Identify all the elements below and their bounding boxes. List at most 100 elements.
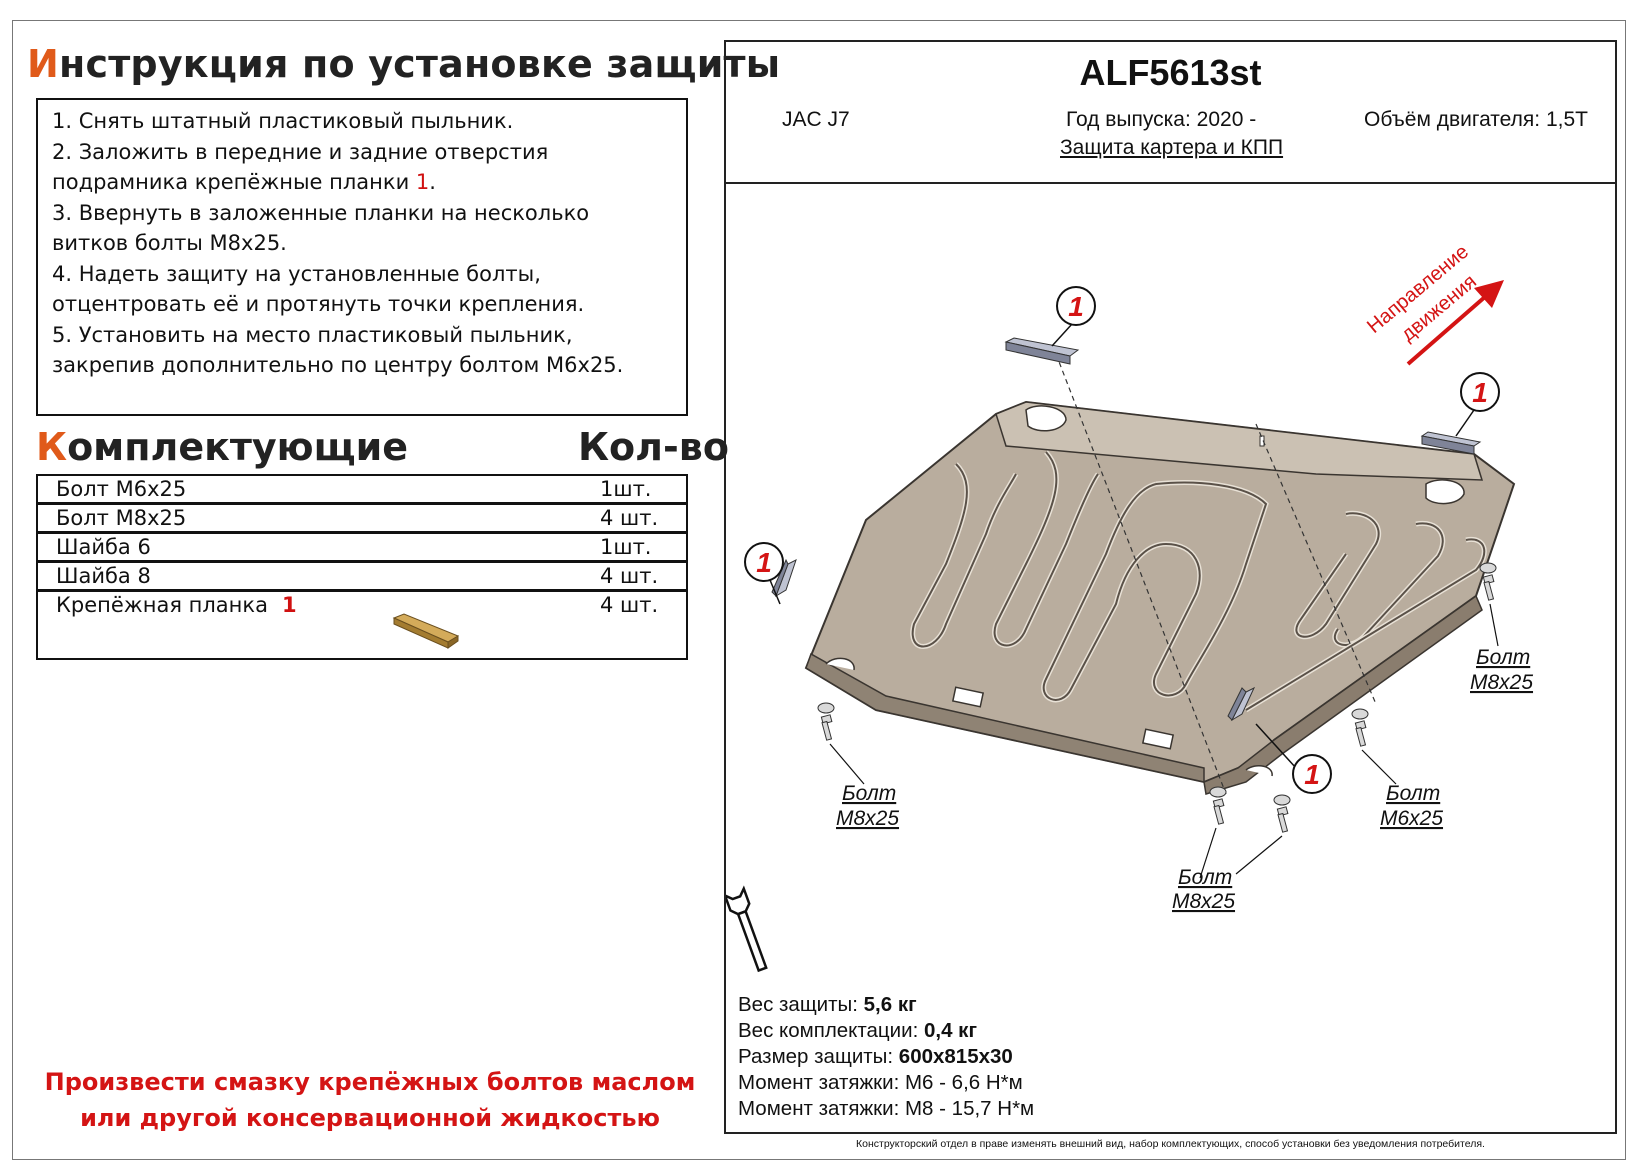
bolt-label-word: Болт <box>1178 866 1232 889</box>
kit-name: Шайба 8 <box>56 564 151 588</box>
kit-title: Комплектующие <box>36 425 408 469</box>
step-1-line-1: 1. Снять штатный пластиковый пыльник. <box>52 109 514 133</box>
kit-title-first-letter: К <box>36 425 68 469</box>
bolt-label-word: Болт <box>842 782 896 805</box>
step-2: 2. Заложить в передние и задние отверсти… <box>52 137 672 198</box>
svg-text:1: 1 <box>1304 759 1320 790</box>
kit-row: Шайба 8 4 шт. <box>38 563 686 592</box>
engine-volume: Объём двигателя: 1,5T <box>1364 108 1588 131</box>
bolts <box>817 562 1497 833</box>
bolt-label-size: M8x25 <box>836 807 899 830</box>
step-3-line-2: витков болты М8х25. <box>52 231 287 255</box>
kit-qty: 4 шт. <box>600 564 659 588</box>
plank-top <box>1004 337 1080 365</box>
installation-diagram: 1 1 1 1 Направление движения <box>726 241 1533 973</box>
title-first-letter: И <box>27 42 60 86</box>
svg-text:1: 1 <box>1068 291 1084 322</box>
bolt-label-size: M8x25 <box>1172 890 1235 913</box>
kit-qty: 1шт. <box>600 477 652 501</box>
bolt-left <box>817 702 835 741</box>
kit-title-rest: омплектующие <box>67 425 409 469</box>
step-3: 3. Ввернуть в заложенные планки на неско… <box>52 198 672 259</box>
label-leaders <box>829 603 1499 879</box>
production-year: Год выпуска: 2020 - <box>1066 108 1257 131</box>
title-rest: нструкция по установке защиты <box>59 42 781 86</box>
plank-front <box>1227 686 1256 722</box>
skid-plate <box>804 400 1516 795</box>
bolt-center <box>1351 708 1369 747</box>
bolt-front-left <box>1209 786 1227 825</box>
step-4-line-1: 4. Надеть защиту на установленные болты, <box>52 261 541 286</box>
car-model: JAC J7 <box>782 108 850 131</box>
weight-label: Вес защиты: <box>738 993 864 1016</box>
product-panel: ALF5613st JAC J7 Год выпуска: 2020 - Объ… <box>724 40 1617 1134</box>
page-title: Инструкция по установке защиты <box>27 42 780 86</box>
kit-row: Крепёжная планка 1 4 шт. <box>38 592 686 658</box>
callout-top: 1 <box>1051 286 1096 347</box>
wrench-icon <box>726 885 768 973</box>
size-value: 600х815х30 <box>898 1045 1013 1068</box>
part-number: ALF5613st <box>1079 52 1262 93</box>
kit-qty: 1шт. <box>600 535 652 559</box>
kit-ref: 1 <box>281 593 297 617</box>
plank-left <box>771 558 797 598</box>
protection-name: Защита картера и КПП <box>1060 136 1284 159</box>
weight-value: 5,6 кг <box>863 993 917 1016</box>
bolt-labels: Болт M8x25 Болт M8x25 Болт M6x25 Болт M8… <box>836 646 1533 913</box>
step-4: 4. Надеть защиту на установленные болты,… <box>52 259 672 320</box>
kit-name: Болт М8х25 <box>56 506 187 530</box>
plank-right <box>1420 431 1482 455</box>
step-5: 5. Установить на место пластиковый пыльн… <box>52 320 672 381</box>
direction-of-travel: Направление движения <box>1363 241 1504 366</box>
kit-weight-label: Вес комплектации: <box>738 1019 924 1042</box>
specifications: Вес защиты: 5,6 кг Вес комплектации: 0,4… <box>738 992 1034 1122</box>
footnote-disclaimer: Конструкторский отдел в праве изменять в… <box>856 1138 1485 1150</box>
step-1: 1. Снять штатный пластиковый пыльник. <box>52 106 672 137</box>
mounting-planks <box>771 337 1482 722</box>
warning-line-1: Произвести смазку крепёжных болтов масло… <box>44 1068 696 1096</box>
callout-right: 1 <box>1455 372 1500 437</box>
bolt-label-size: M8x25 <box>1470 671 1533 694</box>
warning-line-2: или другой консервационной жидкостью <box>80 1104 660 1132</box>
kit-weight-row: Вес комплектации: 0,4 кг <box>738 1018 1034 1044</box>
step-5-line-2: закрепив дополнительно по центру болтом … <box>52 353 624 377</box>
kit-weight-value: 0,4 кг <box>923 1019 977 1042</box>
step-5-line-1: 5. Установить на место пластиковый пыльн… <box>52 322 573 347</box>
kit-name: Крепёжная планка 1 <box>56 593 297 617</box>
kit-name-text: Крепёжная планка <box>56 593 268 617</box>
guide-lines <box>1055 353 1377 795</box>
step-2-line-1: 2. Заложить в передние и задние отверсти… <box>52 139 549 164</box>
kit-qty: 4 шт. <box>600 593 659 617</box>
lubrication-warning: Произвести смазку крепёжных болтов масло… <box>40 1064 700 1136</box>
instruction-steps: 1. Снять штатный пластиковый пыльник. 2.… <box>36 98 688 416</box>
step-3-line-1: 3. Ввернуть в заложенные планки на неско… <box>52 200 590 225</box>
step-2-ref: 1 <box>415 170 430 194</box>
kit-name: Шайба 6 <box>56 535 151 559</box>
step-2-tail: . <box>429 170 436 194</box>
callout-front: 1 <box>1255 723 1332 794</box>
step-4-line-2: отцентровать её и протянуть точки крепле… <box>52 292 585 316</box>
bolt-right <box>1479 562 1497 601</box>
kit-row: Шайба 6 1шт. <box>38 534 686 563</box>
bolt-label-word: Болт <box>1476 646 1530 669</box>
torque-m8: Момент затяжки: М8 - 15,7 Н*м <box>738 1097 1035 1120</box>
svg-text:1: 1 <box>756 547 772 578</box>
direction-arrow-icon <box>1474 280 1504 308</box>
mounting-plank-icon <box>392 613 460 649</box>
kit-row: Болт М8х25 4 шт. <box>38 505 686 534</box>
kit-name: Болт М6х25 <box>56 477 187 501</box>
bolt-front-right <box>1273 794 1291 833</box>
bolt-label-word: Болт <box>1386 782 1440 805</box>
callout-left: 1 <box>744 542 784 605</box>
weight-row: Вес защиты: 5,6 кг <box>738 992 1034 1018</box>
callouts: 1 1 1 1 <box>744 286 1500 794</box>
size-row: Размер защиты: 600х815х30 <box>738 1044 1034 1070</box>
svg-text:1: 1 <box>1472 377 1488 408</box>
kit-row: Болт М6х25 1шт. <box>38 476 686 505</box>
bolt-label-size: M6x25 <box>1380 807 1443 830</box>
kit-table: Болт М6х25 1шт. Болт М8х25 4 шт. Шайба 6… <box>36 474 688 660</box>
step-2-line-2: подрамника крепёжные планки <box>52 170 416 194</box>
size-label: Размер защиты: <box>738 1045 899 1068</box>
kit-qty: 4 шт. <box>600 506 659 530</box>
qty-title: Кол-во <box>578 425 729 469</box>
